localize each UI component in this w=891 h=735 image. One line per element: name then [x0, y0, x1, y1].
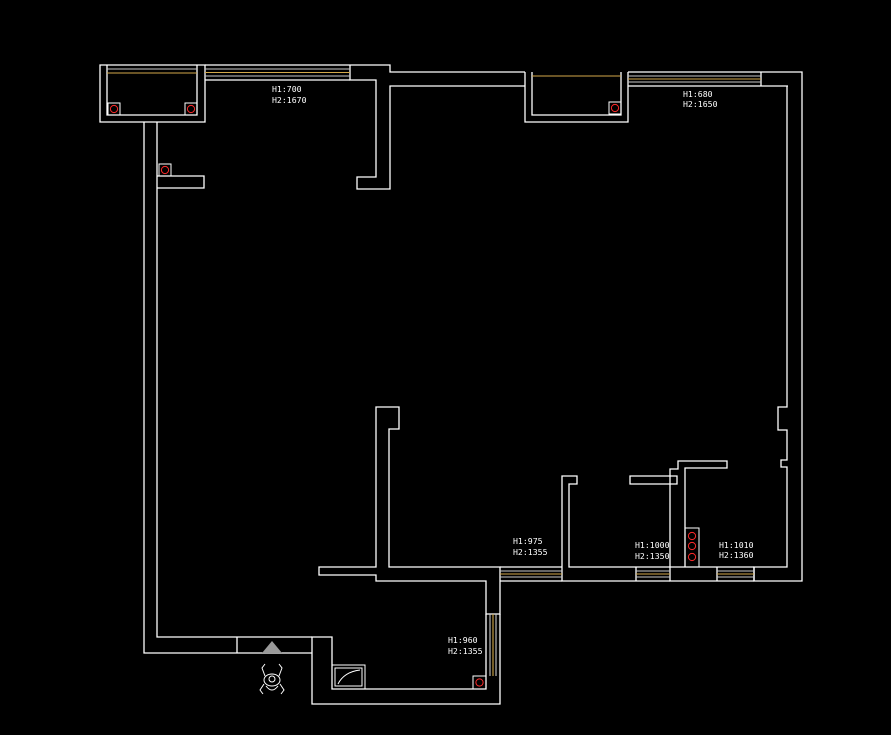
- pipe-circle-icon: [184, 102, 198, 116]
- wall-bottom-vertical: [311, 614, 501, 705]
- wall-top-left-segment: [205, 64, 350, 81]
- label-bottom-right-b-h2: H2:1360: [719, 550, 754, 560]
- label-bottom-right-b-h1: H1:1010: [719, 540, 754, 550]
- label-top-left-h1: H1:700: [272, 84, 302, 94]
- window-glass: [107, 68, 761, 676]
- wall-bottom-mid-segment: [561, 475, 670, 582]
- entry-arrow-icon: [262, 641, 282, 653]
- wall-top-right-balcony: [524, 72, 629, 123]
- label-bottom-mid-h2: H2:1355: [513, 547, 548, 557]
- pipe-circle-icon: [608, 101, 622, 115]
- wall-top-column: [349, 64, 525, 190]
- pipes: [107, 101, 700, 690]
- label-bottom-mid-h1: H1:975: [513, 536, 543, 546]
- wall-left-exterior: [143, 122, 237, 654]
- pipe-circle-icon: [107, 102, 121, 116]
- wall-interior-right-stub: [629, 460, 728, 567]
- walls: [99, 64, 803, 705]
- wall-central-interior: [318, 406, 501, 615]
- pipe-circle-icon: [472, 675, 487, 690]
- wall-top-left-balcony: [99, 64, 206, 123]
- label-bottom-vertical-h2: H2:1355: [448, 646, 483, 656]
- label-top-right-h1: H1:680: [683, 89, 713, 99]
- person-figure-icon: [259, 663, 285, 695]
- pipe-stack-icon: [684, 527, 700, 568]
- pipe-circle-icon: [158, 163, 172, 177]
- wall-bottom-window-span: [500, 566, 562, 582]
- wall-right-exterior: [753, 71, 803, 582]
- sink-fixture-icon: [331, 664, 366, 690]
- window-labels: H1:700 H2:1670 H1:680 H2:1650 H1:975 H2:…: [272, 84, 754, 656]
- label-bottom-vertical-h1: H1:960: [448, 635, 478, 645]
- label-bottom-right-a-h2: H2:1350: [635, 551, 670, 561]
- label-bottom-right-a-h1: H1:1000: [635, 540, 670, 550]
- label-top-right-h2: H2:1650: [683, 99, 718, 109]
- label-top-left-h2: H2:1670: [272, 95, 307, 105]
- wall-top-right-segment: [628, 71, 788, 87]
